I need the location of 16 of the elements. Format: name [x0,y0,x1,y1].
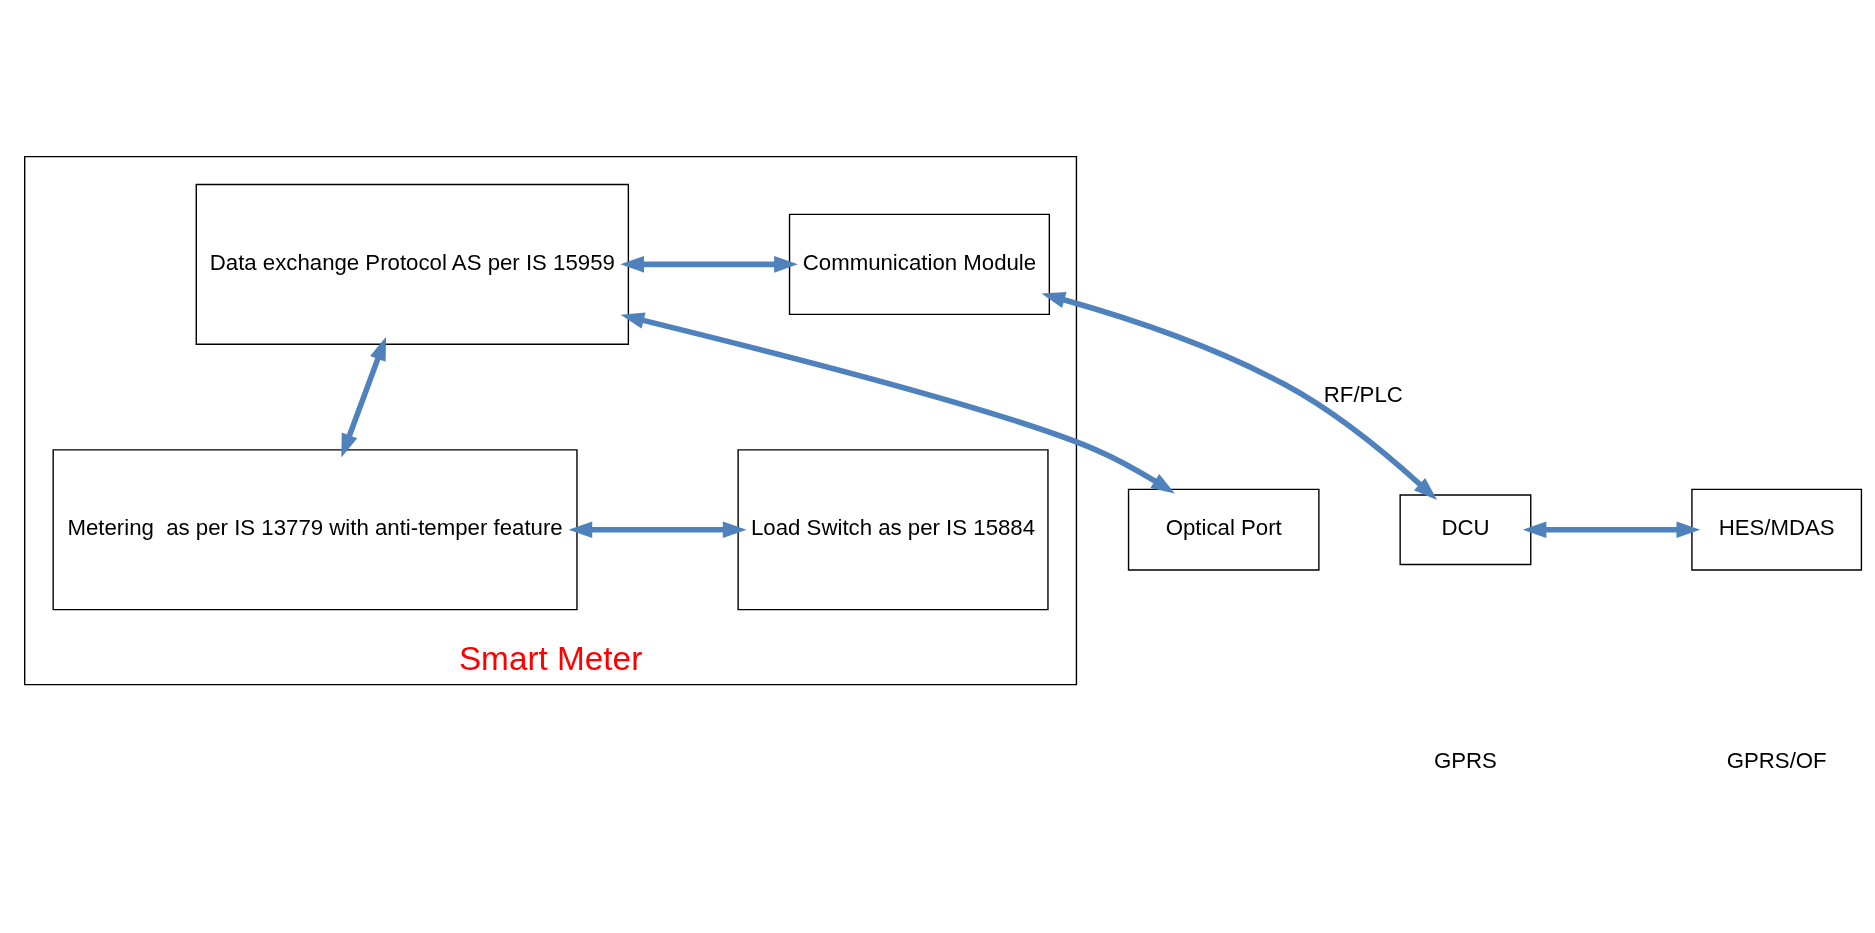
label: GPRS/OF [1726,747,1827,773]
node-box: Data exchange Protocol AS per IS 15959 [195,183,630,345]
label: GPRS [1433,747,1497,773]
node-box: Optical Port [1127,488,1320,571]
node-box: Communication Module [788,213,1051,316]
arrow [1041,291,1437,501]
arrow [341,336,387,458]
node-box: Load Switch as per IS 15884 [737,449,1049,611]
edge-label: RF/PLC [1323,382,1403,408]
arrow [1522,521,1701,538]
node-box: DCU [1399,494,1532,566]
node-box: Metering as per IS 13779 with anti-temper feature [52,449,578,611]
arrow [568,521,747,538]
arrow [620,256,798,273]
node-box: HES/MDAS [1691,488,1863,571]
arrow [620,312,1175,494]
